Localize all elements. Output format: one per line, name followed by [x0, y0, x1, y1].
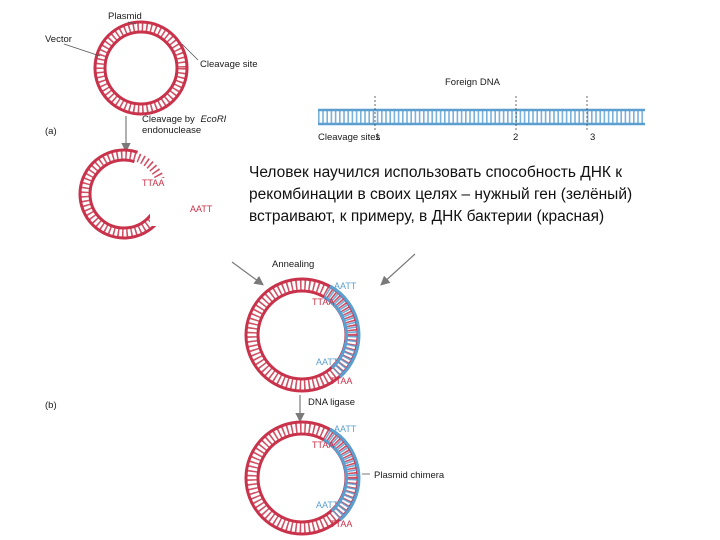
plasmid-label: Plasmid	[108, 11, 142, 22]
plasmid-vector	[93, 20, 189, 116]
arrow-plasmid-to-annealing	[231, 261, 264, 286]
plasmid-cleaved	[78, 148, 212, 240]
plasmid-chimera-label: Plasmid chimera	[374, 470, 445, 481]
chimera-aatt-bottom: AATT	[316, 500, 339, 510]
plasmid-annealed	[244, 277, 361, 393]
cleavage-sites-label: Cleavage sites	[318, 132, 381, 143]
sticky-end-aatt-1: AATT	[190, 204, 213, 214]
cleavage-by-label: Cleavage by EcoRI	[142, 114, 227, 125]
plasmid-chimera	[244, 420, 361, 536]
annealed-aatt-top: AATT	[334, 281, 357, 291]
cleavage-site-pointer	[181, 43, 199, 61]
vector-pointer	[63, 43, 101, 57]
panel-a-label: (a)	[45, 126, 57, 137]
panel-b-label: (b)	[45, 400, 57, 411]
foreign-dna-strand	[318, 108, 645, 126]
chimera-aatt-top: AATT	[334, 424, 357, 434]
foreign-dna-label: Foreign DNA	[445, 77, 501, 88]
site-3-label: 3	[590, 132, 595, 143]
vector-label: Vector	[45, 34, 72, 45]
plasmid-pointer	[127, 21, 137, 25]
site-1-label: 1	[375, 132, 380, 143]
endonuclease-label: endonuclease	[142, 125, 201, 136]
annealed-aatt-bottom: AATT	[316, 357, 339, 367]
site-2-label: 2	[513, 132, 518, 143]
caption-text: Человек научился использовать способност…	[245, 160, 683, 230]
cleavage-site-label: Cleavage site	[200, 59, 258, 70]
sticky-end-tta-1: TTAA	[142, 178, 164, 188]
arrow-dna-to-annealing	[380, 253, 416, 286]
chimera-tta-bottom: TTAA	[330, 519, 352, 529]
annealed-tta-bottom: TTAA	[330, 376, 352, 386]
dna-ligase-label: DNA ligase	[308, 397, 355, 408]
annealed-tta-top: TTAA	[312, 297, 334, 307]
chimera-tta-top: TTAA	[312, 440, 334, 450]
annealing-label: Annealing	[272, 259, 314, 270]
